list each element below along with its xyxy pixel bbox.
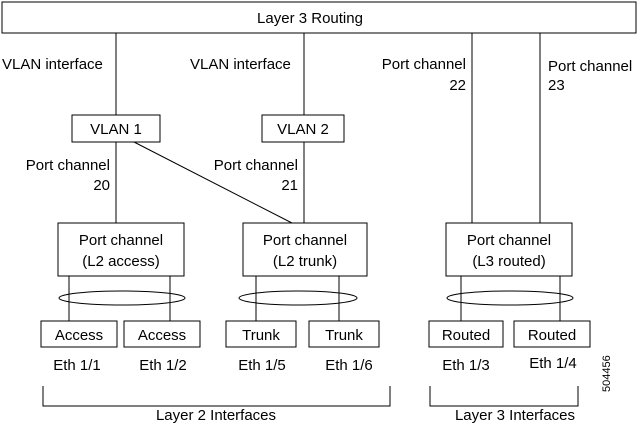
layer3-routing-label: Layer 3 Routing xyxy=(257,10,363,27)
port-channel-l3-routed-line1: Port channel xyxy=(467,232,551,249)
port-channel-21-number: 21 xyxy=(281,177,298,194)
vlan-1-label: VLAN 1 xyxy=(90,121,142,138)
port-name-eth-1-1: Eth 1/1 xyxy=(53,357,101,374)
port-channel-22-label: Port channel xyxy=(382,56,466,73)
port-mode-eth-1-2: Access xyxy=(138,327,186,344)
port-box-eth-1-1 xyxy=(40,320,118,348)
port-name-eth-1-5: Eth 1/5 xyxy=(238,357,286,374)
port-name-eth-1-3: Eth 1/3 xyxy=(442,357,490,374)
port-box-eth-1-5 xyxy=(225,320,297,348)
port-name-eth-1-4: Eth 1/4 xyxy=(529,355,577,372)
vlan-interface-label-1: VLAN interface xyxy=(2,56,103,73)
vlan-interface-label-2: VLAN interface xyxy=(190,56,291,73)
port-mode-eth-1-6: Trunk xyxy=(325,327,363,344)
port-mode-eth-1-3: Routed xyxy=(442,327,490,344)
port-mode-eth-1-4: Routed xyxy=(528,327,576,344)
port-mode-eth-1-1: Access xyxy=(55,327,103,344)
port-channel-l2-access-line2: (L2 access) xyxy=(82,253,160,270)
port-channel-l3-routed-line2: (L3 routed) xyxy=(472,253,545,270)
bundle-ellipse-l2-access xyxy=(58,290,186,306)
port-channel-l2-trunk-line1: Port channel xyxy=(263,232,347,249)
layer2-group-label: Layer 2 Interfaces xyxy=(156,407,276,424)
layer3-group-bracket xyxy=(429,386,579,407)
port-channel-l2-trunk-box xyxy=(242,222,368,277)
figure-id: 504456 xyxy=(601,355,613,392)
vlan-2-label: VLAN 2 xyxy=(277,121,329,138)
vlan-1-box xyxy=(71,114,161,143)
port-box-eth-1-2 xyxy=(123,320,201,348)
layer2-group-bracket xyxy=(42,386,391,407)
port-channel-l3-routed-box xyxy=(445,222,573,277)
connections xyxy=(68,33,561,321)
port-channel-23-label: Port channel xyxy=(548,58,632,75)
bundle-ellipse-l2-trunk xyxy=(238,290,358,306)
port-channel-l2-access-box xyxy=(57,222,185,277)
port-box-eth-1-4 xyxy=(513,320,591,348)
port-box-eth-1-6 xyxy=(308,320,380,348)
port-mode-eth-1-5: Trunk xyxy=(242,327,280,344)
port-name-eth-1-2: Eth 1/2 xyxy=(139,357,187,374)
vlan-2-box xyxy=(261,114,345,143)
port-box-eth-1-3 xyxy=(428,320,504,348)
layer3-group-label: Layer 3 Interfaces xyxy=(455,407,575,424)
bundle-ellipse-l3-routed xyxy=(446,290,574,306)
port-channel-21-label: Port channel xyxy=(214,157,298,174)
port-channel-l2-trunk-line2: (L2 trunk) xyxy=(273,253,337,270)
port-channel-23-number: 23 xyxy=(548,77,565,94)
layer3-routing-bar xyxy=(1,1,637,34)
port-channel-20-label: Port channel xyxy=(26,157,110,174)
port-channel-20-number: 20 xyxy=(93,177,110,194)
port-channel-l2-access-line1: Port channel xyxy=(79,232,163,249)
port-channel-22-number: 22 xyxy=(449,77,466,94)
port-name-eth-1-6: Eth 1/6 xyxy=(325,357,373,374)
